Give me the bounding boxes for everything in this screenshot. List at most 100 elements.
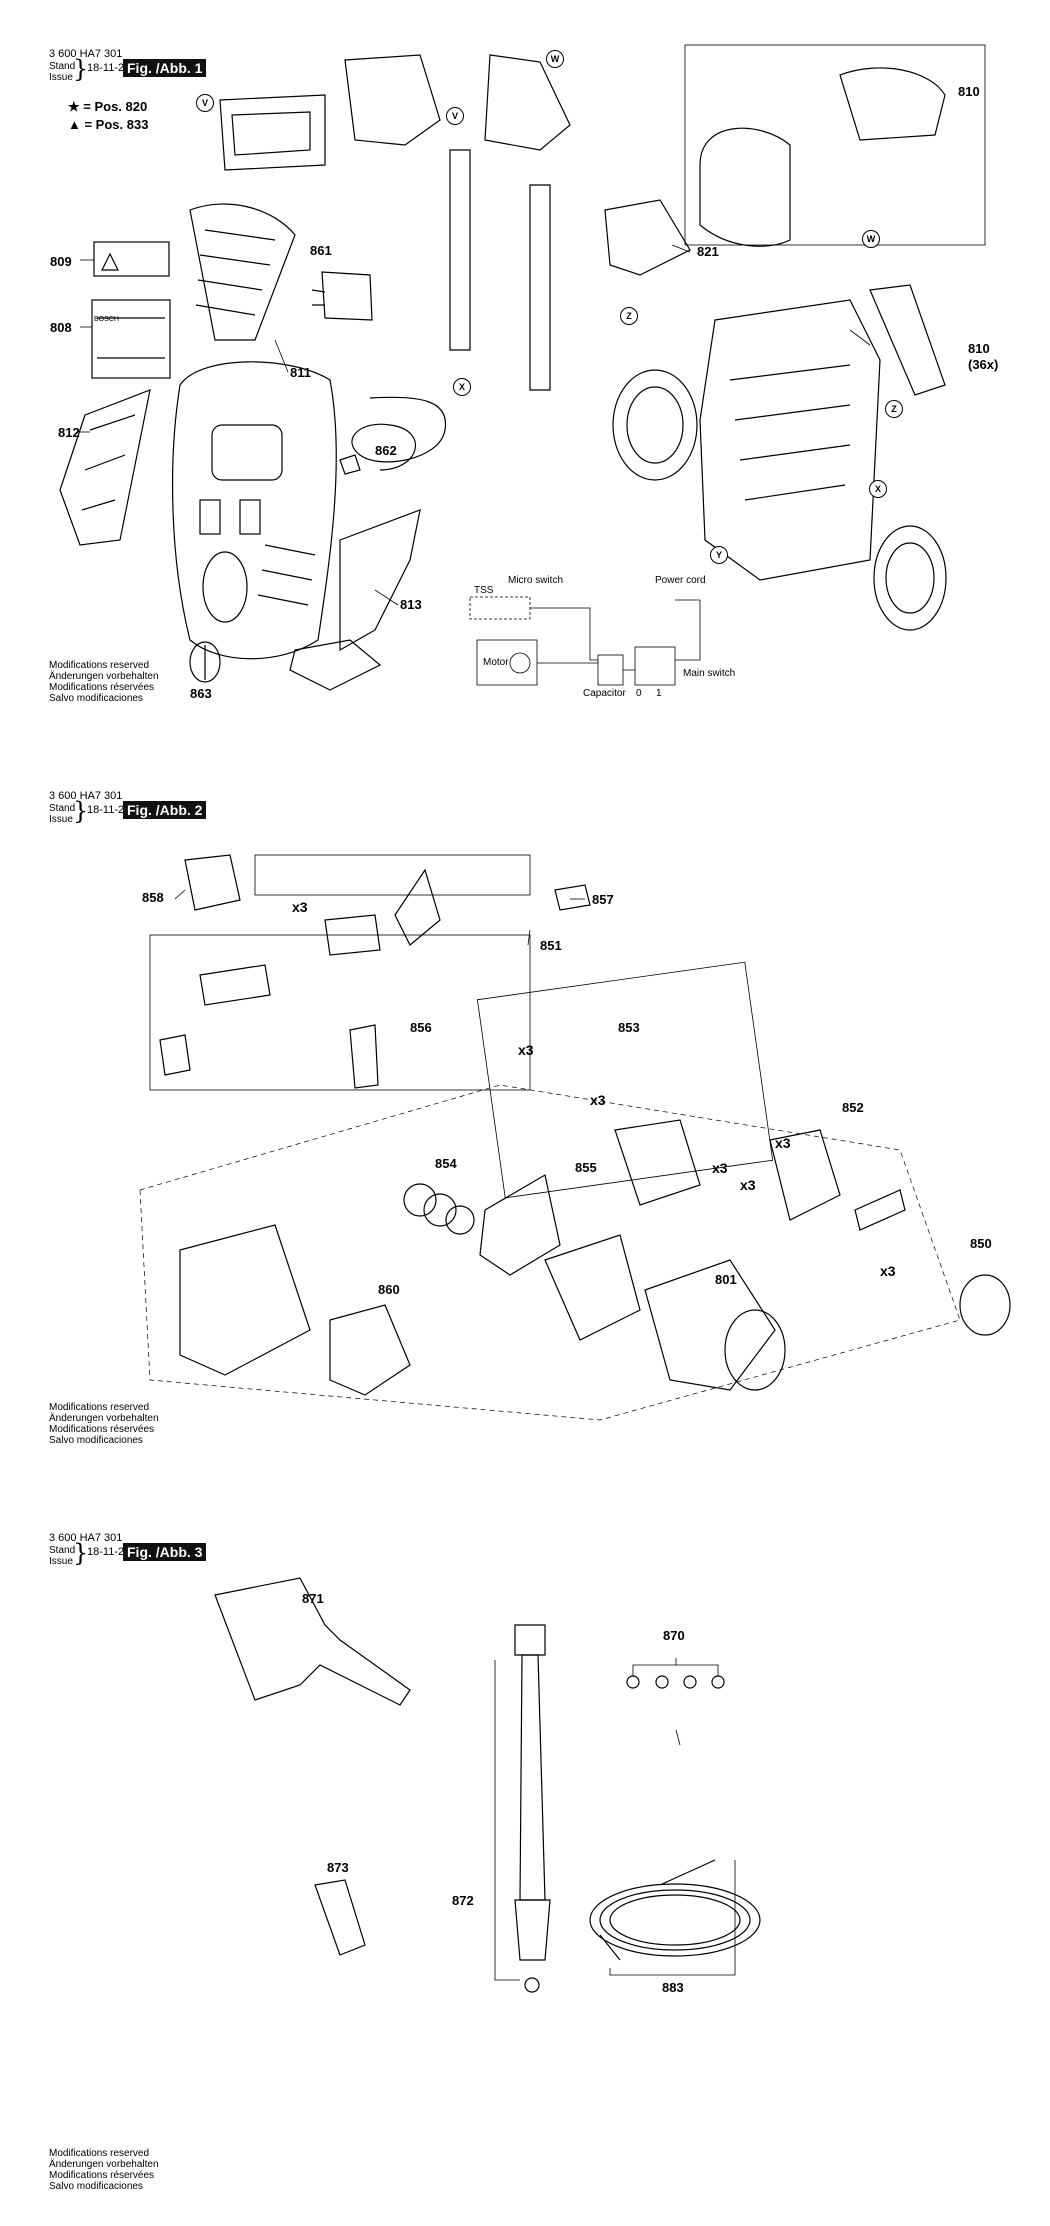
part-number-fig2: 3 600 HA7 301 [49,790,123,802]
part-856: 856 [410,1020,432,1035]
marker-w-2: W [862,230,880,248]
trigger-gun-871 [214,1577,411,1706]
cover-811 [189,203,296,341]
date-fig1: 18-11-21 [87,62,131,74]
power-cord-862 [351,396,447,471]
motor-stator [544,1234,641,1341]
o-ring-850 [959,1274,1011,1336]
motor-box [476,639,538,686]
lance-nut [514,1624,546,1656]
issue-label-fig3: Issue [49,1556,73,1567]
part-809: 809 [50,254,72,269]
legend-triangle: ▲ = Pos. 833 [68,117,149,132]
issue-label-fig2: Issue [49,814,73,825]
wiring-main-switch: Main switch [683,668,736,679]
motor-801 [644,1259,776,1391]
marker-x-2: X [869,480,887,498]
part-854: 854 [435,1156,457,1171]
fig2-parts [139,854,1011,1421]
part-810-qty: (36x) [968,357,999,372]
nozzle-873 [314,1879,366,1956]
knob-863 [189,641,221,683]
part-801: 801 [715,1272,737,1287]
modifications-fig3: Modifications reserved Änderungen vorbeh… [49,2148,159,2192]
part-811: 811 [290,365,311,380]
part-number-fig1: 3 600 HA7 301 [49,48,123,60]
mod-line-4: Salvo modificaciones [49,1435,143,1446]
mod-line-1: Modifications reserved [49,1402,150,1413]
tube-left [449,149,471,351]
part-871: 871 [302,1591,324,1606]
wheel-right [873,525,947,631]
part-870: 870 [663,1628,685,1643]
part-858: 858 [142,890,164,905]
tube-right [529,184,551,391]
handle-frame [699,127,791,247]
wiring-power-cord: Power cord [655,575,706,586]
marker-x-1: X [453,378,471,396]
part-858 [184,854,241,911]
stand-label-fig2: Stand [49,803,76,814]
wiring-motor: Motor [483,657,509,668]
lance-872 [519,1654,546,1901]
chassis [699,299,881,581]
mod-line-3: Modifications réservées [49,2170,155,2181]
modifications-fig1: Modifications reserved Änderungen vorbeh… [49,660,159,704]
marker-w-1: W [546,50,564,68]
part-862: 862 [375,443,397,458]
qty-x3-5: x3 [712,1160,728,1176]
part-853: 853 [618,1020,640,1035]
mod-line-4: Salvo modificaciones [49,693,143,704]
stand-label-fig1: Stand [49,61,76,72]
hose-coil-883 [589,1883,761,1957]
capacitor-box [597,654,624,686]
legend-star: ★ = Pos. 820 [68,99,148,114]
part-852: 852 [842,1100,864,1115]
part-851: 851 [540,938,562,953]
pump-tube [199,964,271,1006]
qty-x3-6: x3 [740,1177,756,1193]
marker-v-2: V [446,107,464,125]
part-855: 855 [575,1160,597,1175]
mod-line-1: Modifications reserved [49,2148,150,2159]
micro-switch-box [469,596,531,620]
mod-line-3: Modifications réservées [49,1424,155,1435]
mod-line-1: Modifications reserved [49,660,150,671]
switch-box-861 [321,271,373,321]
part-852 [769,1129,841,1221]
brace-fig1: } [73,55,89,83]
panel-813 [339,509,421,652]
part-873: 873 [327,1860,349,1875]
part-821: 821 [697,244,719,259]
part-872: 872 [452,1893,474,1908]
qty-x3-1: x3 [292,899,308,915]
fig3-parts [214,1577,761,1993]
wiring-capacitor: Capacitor [583,688,626,699]
mod-line-4: Salvo modificaciones [49,2181,143,2192]
part-850: 850 [970,1236,992,1251]
marker-y: Y [710,546,728,564]
part-860: 860 [378,1282,400,1297]
mod-line-2: Änderungen vorbehalten [49,671,159,682]
qty-x3-7: x3 [880,1263,896,1279]
panel-812 [59,389,151,546]
figure-tag-3: Fig. /Abb. 3 [123,1543,207,1561]
main-switch-box [634,646,676,686]
brace-fig3: } [73,1539,89,1567]
marker-z-1: Z [620,307,638,325]
wiring-micro-switch: Micro switch [508,575,564,586]
part-855 [479,1174,561,1276]
part-857 [554,884,591,911]
part-813: 813 [400,597,422,612]
part-857: 857 [592,892,614,907]
date-fig2: 18-11-21 [87,804,131,816]
figure-tag-1: Fig. /Abb. 1 [123,59,207,77]
brace-fig2: } [73,797,89,825]
part-863: 863 [190,686,212,701]
wiring-switch-1: 1 [656,688,662,699]
modifications-fig2: Modifications reserved Änderungen vorbeh… [49,1402,159,1446]
figure-tag-2: Fig. /Abb. 2 [123,801,207,819]
fan-cover-860 [329,1304,411,1396]
mod-line-2: Änderungen vorbehalten [49,2159,159,2170]
